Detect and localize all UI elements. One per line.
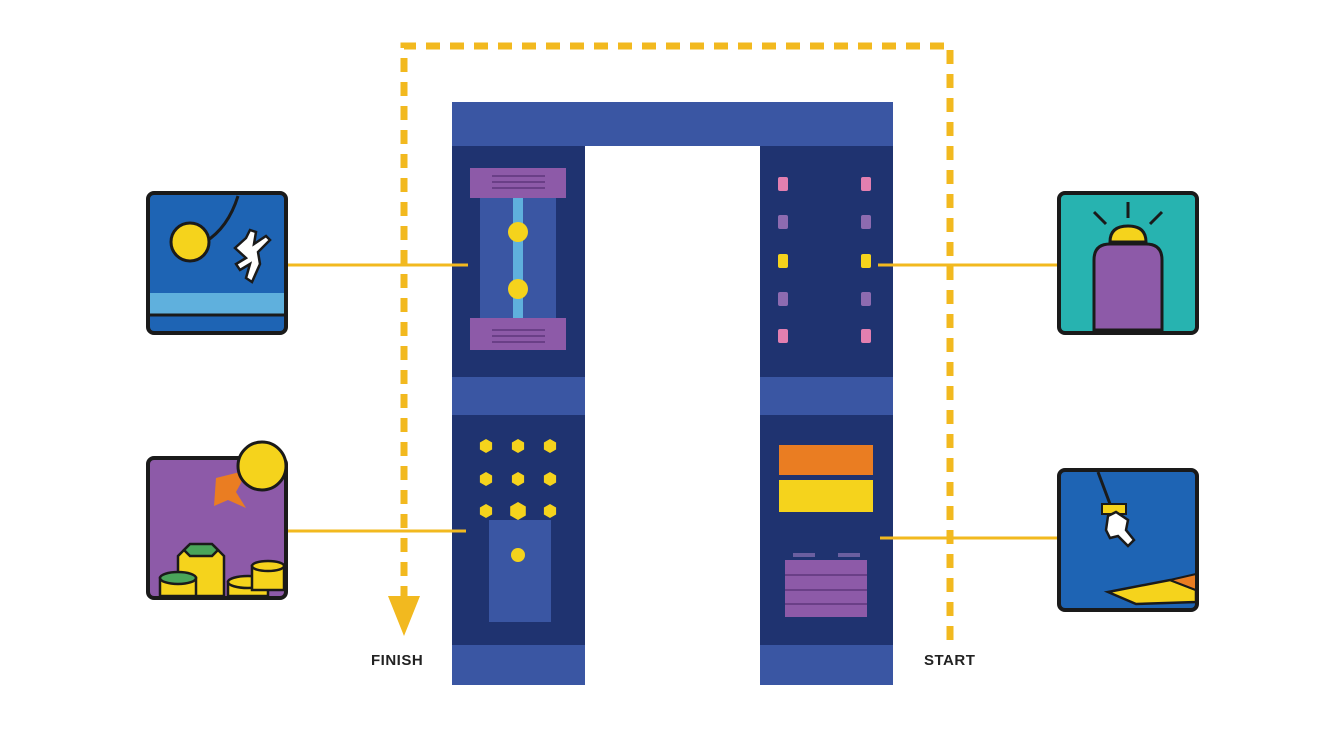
light-dot <box>861 215 871 229</box>
hexagon-hold <box>511 472 525 486</box>
rope-swing-icon <box>1057 468 1199 612</box>
hexagon-hold <box>543 439 557 453</box>
connector-lines <box>287 263 1058 540</box>
right-upper-obstacle <box>778 177 871 343</box>
finish-label: FINISH <box>371 652 424 669</box>
light-dot <box>861 254 871 268</box>
left-lower-obstacle <box>479 439 557 622</box>
light-dot <box>778 292 788 306</box>
light-dot <box>778 177 788 191</box>
hexagon-hold <box>511 439 525 453</box>
light-dot <box>778 254 788 268</box>
hexagon-hold <box>479 504 493 518</box>
light-dot <box>861 292 871 306</box>
start-label: START <box>924 652 976 669</box>
alarm-beacon-icon <box>1057 191 1199 335</box>
light-dot <box>861 177 871 191</box>
route-dashed-path <box>400 42 954 640</box>
hexagon-pillars-icon <box>146 440 288 600</box>
hexagon-hold <box>543 504 557 518</box>
left-upper-obstacle <box>470 168 566 350</box>
finish-arrow-icon <box>388 596 420 636</box>
hexagon-hold <box>510 502 526 520</box>
light-dot <box>861 329 871 343</box>
light-dot <box>778 329 788 343</box>
light-dot <box>778 215 788 229</box>
hexagon-hold <box>479 472 493 486</box>
right-lower-obstacle <box>779 445 873 617</box>
hexagon-hold <box>543 472 557 486</box>
wrecking-ball-icon <box>146 191 288 335</box>
hexagon-hold <box>479 439 493 453</box>
